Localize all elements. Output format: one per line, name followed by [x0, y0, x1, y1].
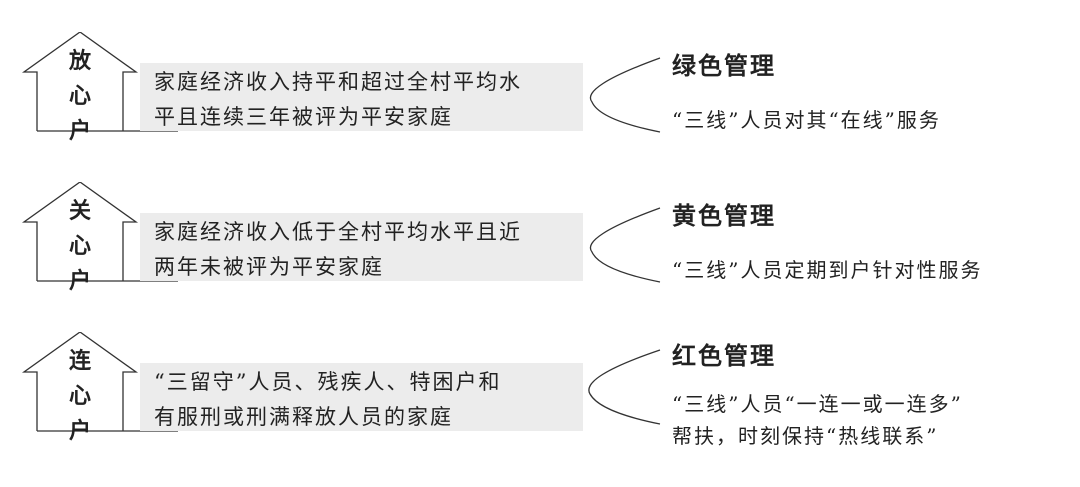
- house-label: 连心户: [68, 348, 91, 444]
- description-box: 家庭经济收入持平和超过全村平均水平且连续三年被评为平安家庭: [140, 63, 583, 131]
- row-lianxin: 连心户 “三留守”人员、残疾人、特困户和有服刑或刑满释放人员的家庭 红色管理 “…: [0, 332, 1080, 482]
- brace-curve: [589, 207, 661, 283]
- management-title: 绿色管理: [672, 51, 776, 80]
- description-box: 家庭经济收入低于全村平均水平且近两年未被评为平安家庭: [140, 213, 583, 281]
- management-desc: “三线”人员对其“在线”服务: [672, 108, 941, 132]
- management-desc: “三线”人员“一连一或一连多”帮扶，时刻保持“热线联系”: [672, 392, 963, 448]
- house-icon: [21, 32, 661, 133]
- brace-curve: [588, 349, 661, 425]
- row-fangxin: 放心户 家庭经济收入持平和超过全村平均水平且连续三年被评为平安家庭 绿色管理 “…: [0, 32, 1080, 182]
- house-label: 关心户: [68, 198, 91, 294]
- management-desc: “三线”人员定期到户针对性服务: [672, 258, 983, 282]
- house-icon: [21, 182, 661, 283]
- brace-curve: [589, 57, 661, 133]
- management-title: 黄色管理: [672, 201, 776, 230]
- house-label: 放心户: [68, 48, 91, 144]
- management-title: 红色管理: [672, 341, 776, 370]
- house-icon: [21, 332, 661, 432]
- description-box: “三留守”人员、残疾人、特困户和有服刑或刑满释放人员的家庭: [140, 363, 583, 431]
- row-guanxin: 关心户 家庭经济收入低于全村平均水平且近两年未被评为平安家庭 黄色管理 “三线”…: [0, 182, 1080, 332]
